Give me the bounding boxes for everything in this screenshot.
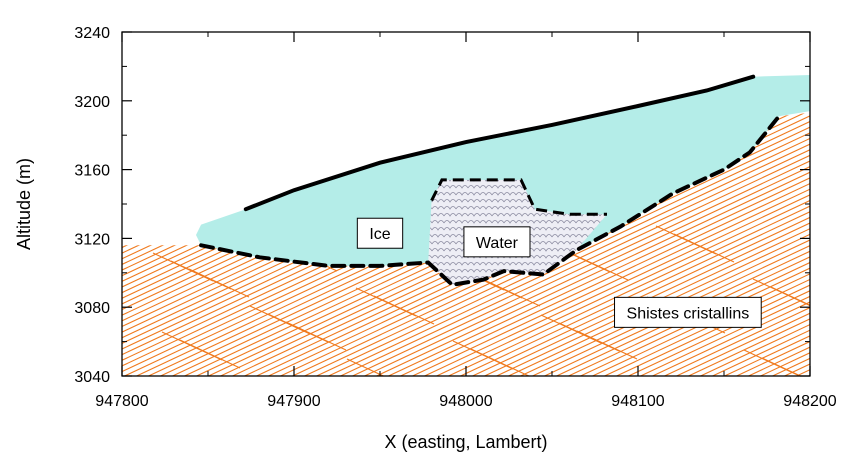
rock-cross-stroke: [161, 331, 223, 361]
ice-label: Ice: [369, 226, 390, 243]
rock-hatch-line: [369, 112, 810, 376]
x-tick-label: 947800: [95, 393, 148, 410]
rock-cross-stroke: [655, 225, 717, 255]
rock-hatch-line: [333, 112, 810, 376]
rock-hatch-line: [309, 112, 810, 376]
glacier-bed-line: [199, 114, 781, 287]
y-tick-label: 3120: [74, 231, 110, 248]
rock-hatch-line: [297, 112, 810, 376]
y-tick-label: 3240: [74, 25, 110, 42]
rock-hatch-line: [321, 112, 810, 376]
glacier-surface-line: [243, 74, 756, 212]
rock-cross-stroke: [355, 287, 417, 317]
water-label: Water: [476, 235, 519, 252]
x-tick-label: 947900: [267, 393, 320, 410]
rock-hatch-line: [273, 112, 810, 376]
y-axis-title: Altitude (m): [14, 158, 34, 250]
rock-hatch-line: [357, 112, 810, 376]
x-tick-label: 948200: [783, 393, 836, 410]
y-tick-label: 3200: [74, 94, 110, 111]
rock-hatch-line: [249, 112, 810, 376]
rock-hatch-line: [393, 112, 810, 376]
x-axis-tick-labels: 947800 947900 948000 948100 948200: [95, 393, 836, 410]
x-tick-label: 948000: [439, 393, 492, 410]
y-axis-tick-labels: 3040 3080 3120 3160 3200 3240: [74, 25, 110, 386]
rock-hatch-line: [633, 112, 810, 376]
ice-label-box: Ice: [356, 217, 404, 249]
rock-hatch-line: [597, 112, 810, 376]
rock-hatch-line: [381, 112, 810, 376]
axis-ticks: [121, 31, 811, 377]
water-label-box: Water: [463, 226, 531, 258]
rock-cross-stroke: [249, 305, 311, 335]
rock-label-box: Shistes cristallins: [614, 296, 762, 328]
water-pocket-outline: [430, 178, 607, 216]
rock-hatch-line: [609, 112, 810, 376]
rock-hatch-line: [826, 0, 845, 396]
rock-cross-stroke: [743, 349, 805, 376]
rock-hatch-line: [621, 112, 810, 376]
rock-label: Shistes cristallins: [627, 305, 750, 322]
y-tick-label: 3040: [74, 369, 110, 386]
rock-hatch-line: [261, 112, 810, 376]
rock-cross-stroke: [540, 314, 602, 344]
rock-hatch-line: [405, 112, 810, 376]
rock-hatch-line: [285, 112, 810, 376]
rock-cross-stroke: [152, 252, 214, 282]
x-tick-label: 948100: [611, 393, 664, 410]
rock-hatch-line: [417, 112, 810, 376]
plot-area: [122, 0, 845, 396]
y-tick-label: 3160: [74, 163, 110, 180]
rock-hatch-line: [345, 112, 810, 376]
rock-hatch-line: [814, 0, 845, 396]
rock-hatch-line: [441, 112, 810, 376]
rock-hatch-line: [838, 0, 845, 396]
x-axis-title: X (easting, Lambert): [384, 432, 547, 452]
rock-cross-stroke: [752, 278, 810, 308]
rock-cross-stroke: [346, 358, 408, 376]
rock-cross-stroke: [452, 340, 514, 370]
y-tick-label: 3080: [74, 300, 110, 317]
rock-hatch-line: [429, 112, 810, 376]
